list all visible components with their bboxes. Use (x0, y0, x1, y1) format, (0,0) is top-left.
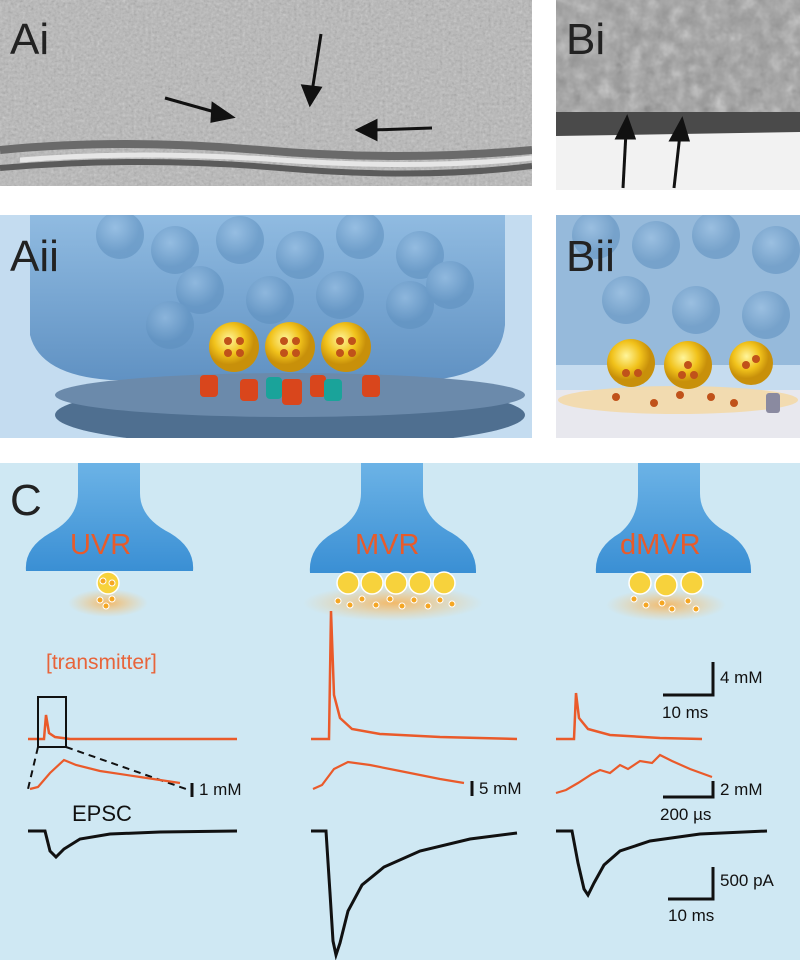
mvr-bouton (303, 463, 483, 621)
panel-bii-synapse-model: Bii (556, 215, 800, 438)
zoom-guides (27, 746, 187, 790)
dmvr-transmitter-trace (556, 692, 703, 741)
mvr-inset-trace (312, 760, 465, 791)
panel-aii-synapse-model: Aii (0, 215, 532, 438)
release-traces-svg (25, 463, 768, 960)
receptors-a (200, 375, 380, 405)
scale-label-conc-top: 4 mM (720, 668, 763, 687)
zoom-box (37, 696, 67, 748)
em-micrograph-b (556, 0, 800, 190)
scale-label-mvr-inset: 5 mM (479, 779, 522, 798)
uvr-inset-trace (29, 758, 181, 791)
panel-label-bii: Bii (566, 232, 615, 281)
scale-label-uvr-inset: 1 mM (199, 780, 242, 799)
uvr-bouton (25, 463, 194, 617)
scalebar-current-time-bottom (668, 867, 715, 901)
dmvr-epsc-trace (556, 829, 768, 898)
uvr-transmitter-trace (28, 714, 237, 741)
panel-c-release-modes: C (0, 463, 800, 960)
scale-label-time-top: 10 ms (662, 703, 709, 722)
docked-vesicles-a (209, 322, 371, 372)
transmitter-traces (28, 610, 703, 741)
scalebar-dmvr-inset (663, 781, 715, 799)
transmitter-label: [transmitter] (46, 651, 157, 674)
scale-label-current: 500 pA (720, 871, 774, 890)
panel-label-c: C (10, 476, 42, 525)
panel-ai-micrograph: Ai (0, 0, 532, 190)
scale-bars (190, 662, 715, 901)
docked-vesicles-b (607, 339, 773, 407)
inset-traces (29, 753, 713, 795)
mvr-epsc-trace (311, 829, 518, 960)
dmvr-inset-trace (555, 753, 713, 795)
mvr-label: MVR (355, 529, 420, 561)
arrow-markers-b (614, 114, 691, 189)
scalebar-conc-time-top (663, 662, 715, 697)
em-micrograph-a (0, 0, 532, 190)
scale-label-time-inset: 200 µs (660, 805, 712, 824)
panel-label-ai: Ai (10, 15, 50, 64)
scale-label-time-bottom: 10 ms (668, 906, 715, 925)
panel-label-aii: Aii (10, 232, 59, 281)
panel-label-bi: Bi (566, 15, 606, 64)
uvr-epsc-trace (28, 829, 238, 860)
epsc-label: EPSC (72, 801, 132, 826)
synapse-model-b (556, 215, 800, 438)
synapse-model-a (0, 215, 532, 438)
epsc-traces (28, 829, 768, 960)
uvr-label: UVR (70, 529, 132, 561)
mvr-transmitter-trace (311, 610, 518, 741)
arrow-markers-a (164, 33, 433, 142)
scale-label-dmvr-inset: 2 mM (720, 780, 763, 799)
dmvr-bouton (595, 463, 752, 621)
dmvr-label: dMVR (620, 529, 701, 561)
panel-bi-micrograph: Bi (556, 0, 800, 190)
